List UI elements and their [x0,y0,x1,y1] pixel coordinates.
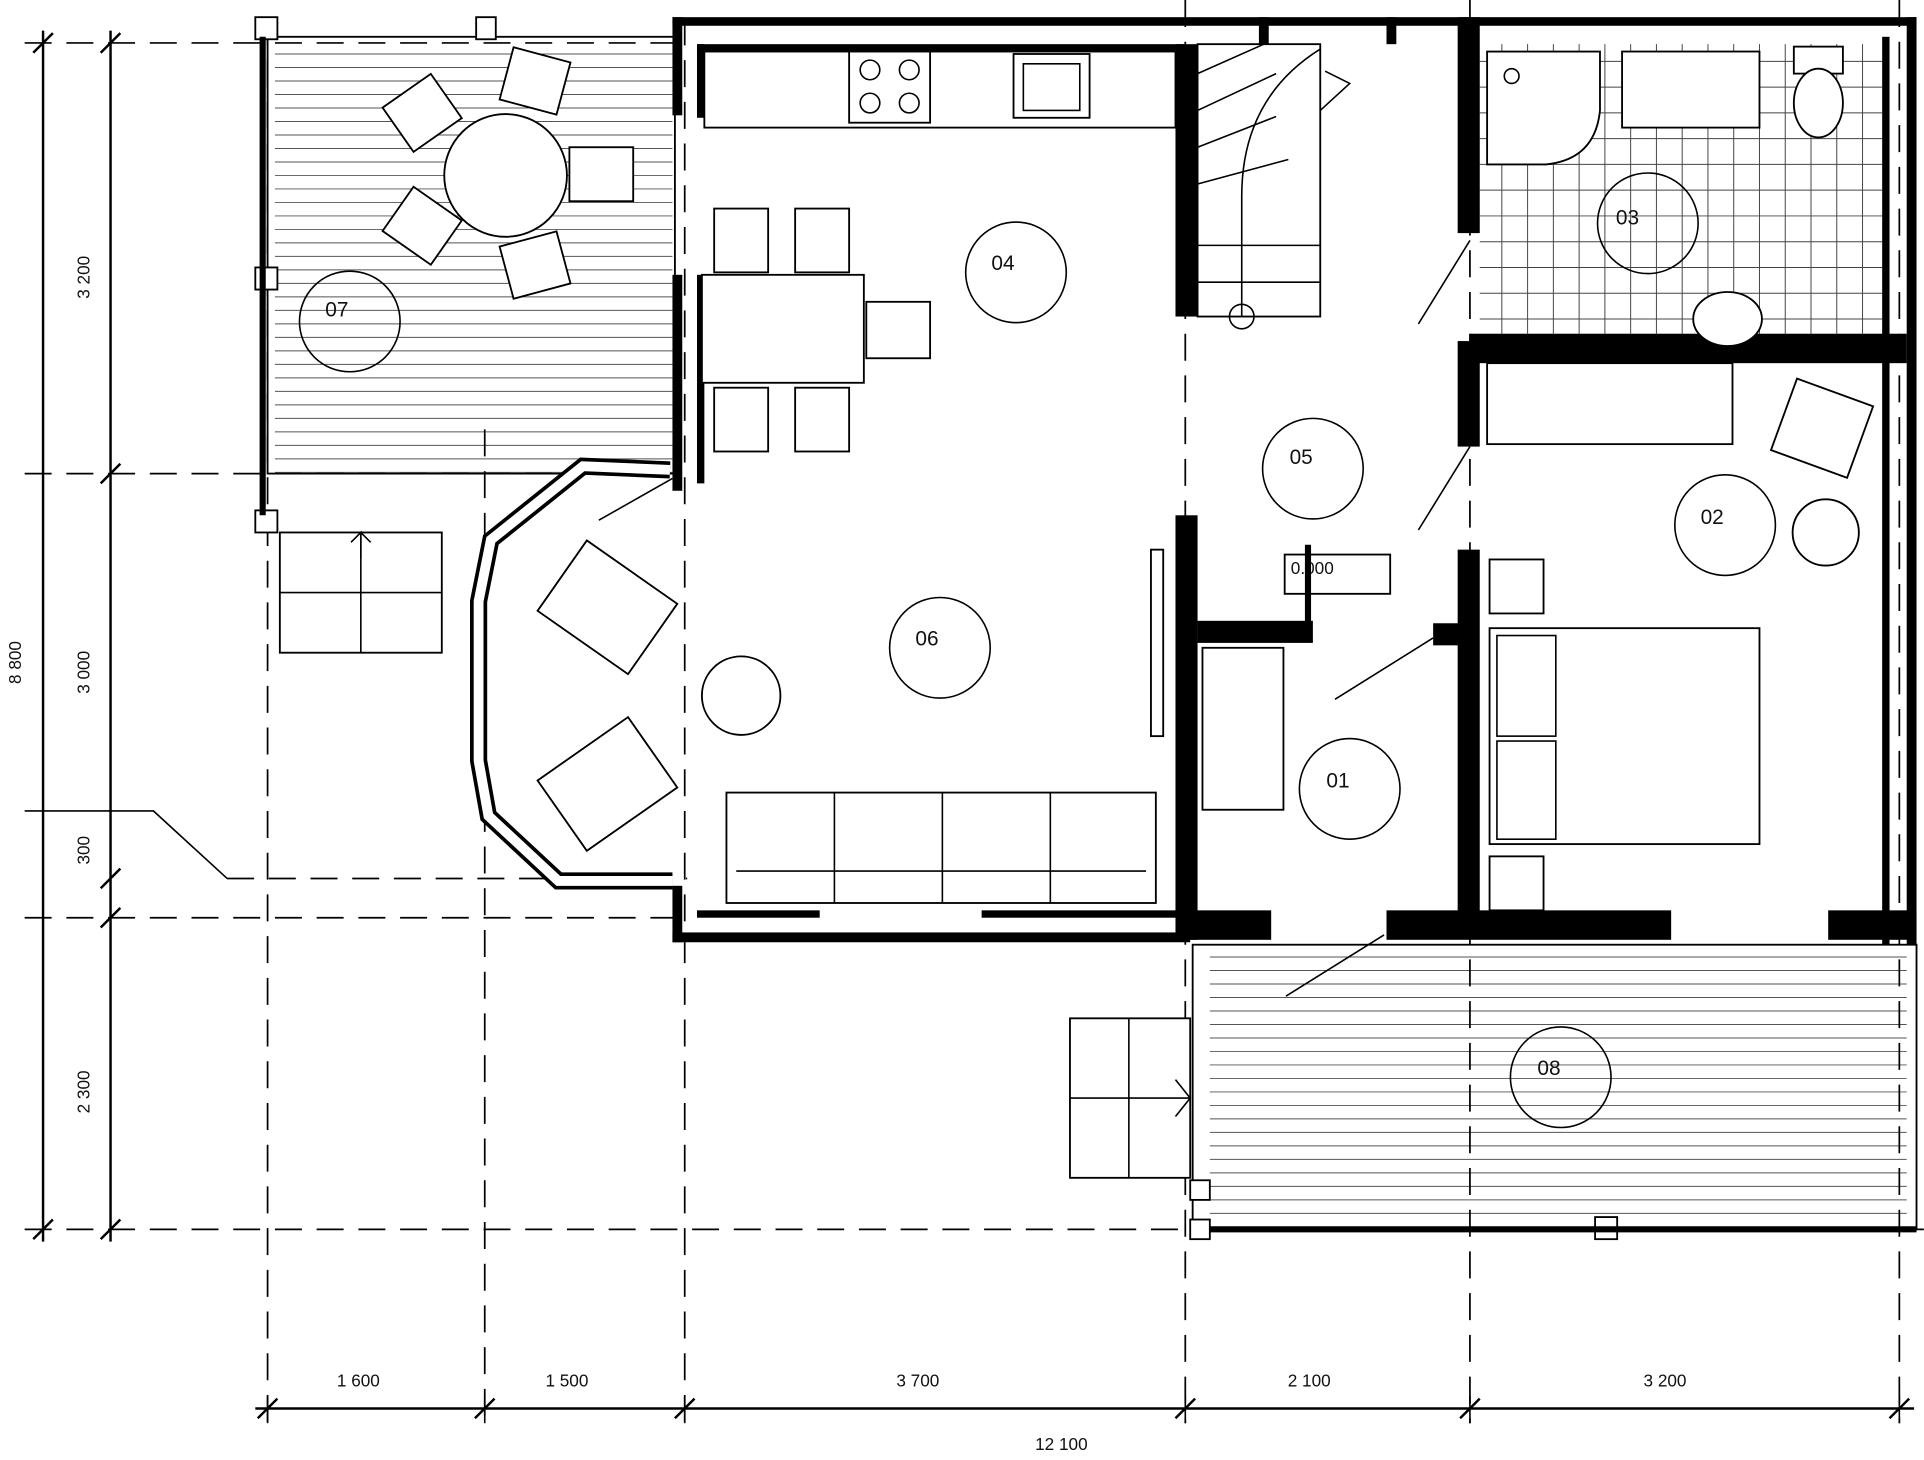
room-number: 08 [1537,1057,1560,1080]
bathroom-fixtures [1417,45,1844,347]
kitchen-counter [703,50,1177,129]
room-number: 03 [1616,207,1639,230]
dim-tick [32,1218,54,1241]
dim-tick [99,462,122,485]
dim-label: 3 200 [1644,1370,1687,1390]
room-tag-02: 02 [1674,474,1777,577]
room-tag-06: 06 [888,596,992,699]
room-number: 05 [1290,446,1313,469]
dim-label: 3 200 [74,256,94,299]
steps-08 [1069,1017,1192,1179]
room-tag-08: 08 [1509,1026,1612,1129]
terrace-08-decking [1191,943,1918,1231]
dim-label: 2 300 [74,1070,94,1113]
dim-tick [99,1218,122,1241]
dim-tick [32,32,54,54]
terrace-table [381,46,635,300]
walls [254,16,1917,1241]
room-tag-01: 01 [1298,737,1401,840]
room-tag-04: 04 [964,221,1068,324]
hall-furniture [1201,637,1434,997]
dim-total-label: 12 100 [1035,1434,1087,1454]
dim-tick [99,867,122,890]
room-number: 02 [1701,506,1724,529]
room-number: 01 [1326,770,1349,793]
dimension-chain-left: 3 200 3 000 300 2 300 8 800 [5,30,122,1242]
living-furniture [536,477,1165,904]
room-tag-05: 05 [1261,417,1364,520]
staircase [1196,43,1352,330]
terrace-07-decking [266,35,676,475]
dim-label: 1 600 [337,1370,380,1390]
dim-label: 3 700 [896,1370,939,1390]
steps-07 [278,530,443,654]
dim-total-label: 8 800 [5,641,25,684]
dim-tick [99,907,122,929]
room-tag-03: 03 [1596,172,1699,275]
level-mark-text: 0.000 [1291,558,1334,578]
room-number: 07 [325,299,348,322]
dim-label: 3 000 [74,651,94,694]
bedroom-furniture [1417,362,1875,912]
dim-label: 300 [74,836,94,865]
dim-tick [99,32,122,54]
room-number: 04 [991,252,1014,275]
room-tags: 07 04 03 05 02 06 01 08 [298,172,1777,1129]
level-mark: 0.000 [1283,544,1392,624]
room-number: 06 [915,627,938,650]
dimension-chain-bottom: 1 600 1 500 3 700 2 100 3 200 12 100 [255,1370,1915,1454]
dining-table [700,207,932,453]
dim-label: 2 100 [1288,1370,1331,1390]
room-tag-07: 07 [298,270,401,373]
dim-label: 1 500 [545,1370,588,1390]
